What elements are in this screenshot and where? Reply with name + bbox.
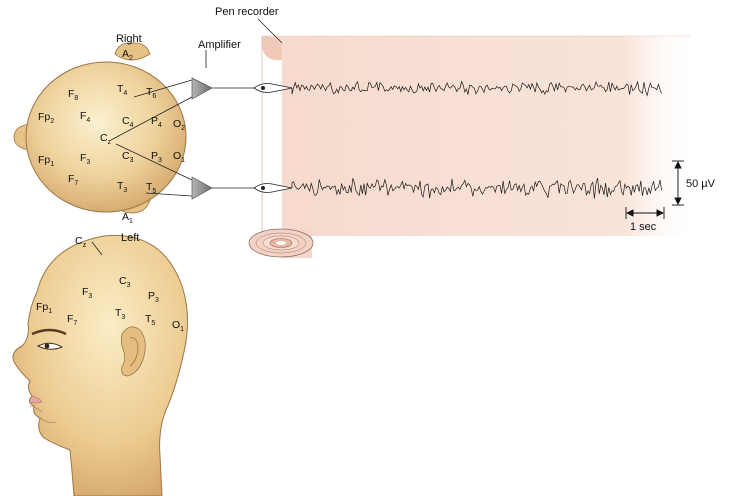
side-electrode-p3: P3 <box>148 290 159 304</box>
side-electrode-t5: T5 <box>145 313 155 327</box>
electrode-cz: Cz <box>100 132 112 146</box>
top-electrodes: F8 Fp2 F4 T4 T6 C4 P4 O2 Cz Fp1 F3 C3 P3… <box>38 83 185 195</box>
side-electrodes: Cz C3 F3 P3 Fp1 T3 F7 T5 O1 <box>36 235 184 333</box>
electrode-o1: O1 <box>173 150 185 164</box>
eeg-trace-top <box>291 80 662 97</box>
electrode-a1: A1 <box>122 211 133 225</box>
eyebrow <box>31 328 67 336</box>
electrode-f3: F3 <box>80 152 90 166</box>
amplifier-top <box>191 77 213 100</box>
electrode-t6: T6 <box>146 86 156 100</box>
time-scale-label: 1 sec <box>630 221 657 233</box>
electrode-f4: F4 <box>80 110 90 124</box>
triangle-icon <box>191 77 213 100</box>
lead-wires <box>91 18 283 256</box>
electrode-p3: P3 <box>151 150 162 164</box>
amplifier-label: Amplifier <box>198 39 241 51</box>
side-electrode-o1: O1 <box>172 319 184 333</box>
electrode-t4: T4 <box>117 83 127 97</box>
electrode-c3: C3 <box>122 150 134 164</box>
lips <box>29 395 43 404</box>
side-electrode-c3: C3 <box>119 275 131 289</box>
side-electrode-fp1: Fp1 <box>36 301 52 315</box>
triangle-icon <box>191 176 213 200</box>
electrode-f8: F8 <box>68 88 78 102</box>
electrode-fp2: Fp2 <box>38 111 54 125</box>
right-label: Right <box>116 33 142 45</box>
eeg-trace-bottom <box>291 177 662 199</box>
electrode-t3: T3 <box>117 180 127 194</box>
electrode-o2: O2 <box>173 118 185 132</box>
electrode-f7: F7 <box>68 173 78 187</box>
amplifier-bottom <box>191 176 213 200</box>
side-electrode-t3: T3 <box>115 307 125 321</box>
paper-curl <box>262 36 282 61</box>
left-label: Left <box>121 232 139 244</box>
voltage-scale-label: 50 µV <box>686 178 716 190</box>
head-top-view <box>13 42 187 214</box>
head-side-view <box>12 234 189 496</box>
head-outline <box>25 61 187 213</box>
electrode-p4: P4 <box>151 115 162 129</box>
electrode-t5: T5 <box>146 181 156 195</box>
electrode-fp1: Fp1 <box>38 154 54 168</box>
pen-recorder-label: Pen recorder <box>215 6 279 18</box>
right-ear <box>114 42 151 61</box>
side-ear <box>120 326 146 377</box>
electrode-c4: C4 <box>122 115 134 129</box>
voltage-scale-bar <box>672 160 684 206</box>
side-electrode-f3: F3 <box>82 286 92 300</box>
side-electrode-cz: Cz <box>75 235 87 249</box>
eye <box>36 342 64 350</box>
side-electrode-f7: F7 <box>67 313 77 327</box>
roll-cylinder <box>248 228 314 258</box>
electrode-a2: A2 <box>122 48 133 62</box>
time-scale-bar <box>625 207 665 219</box>
paper-sheet <box>262 36 690 236</box>
paper-roll <box>248 35 690 258</box>
side-head-outline <box>12 234 189 496</box>
